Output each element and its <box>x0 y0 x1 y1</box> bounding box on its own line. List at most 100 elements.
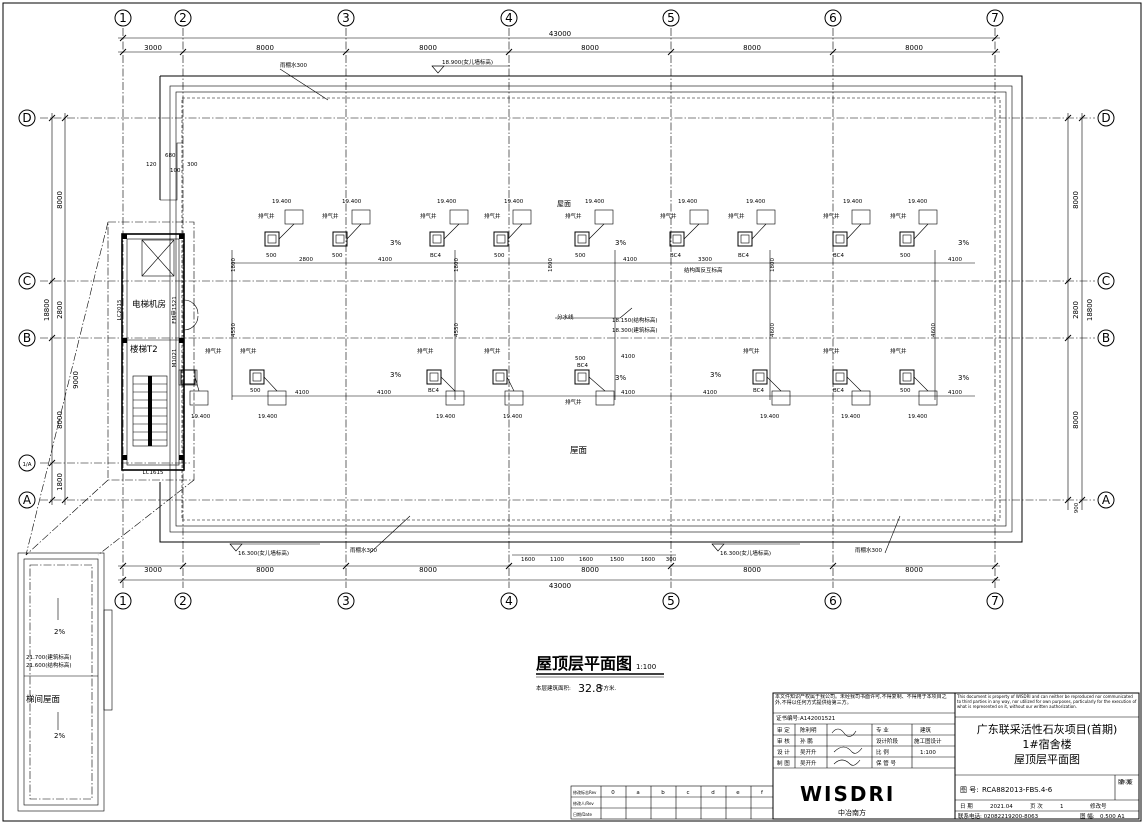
roof-label-top: 屋面 <box>557 200 571 208</box>
svg-text:排气井: 排气井 <box>890 347 907 355</box>
vent-unit: 19.400 排气井 500 <box>258 199 304 259</box>
svg-text:BC4: BC4 <box>428 388 440 394</box>
svg-text:680: 680 <box>165 153 176 159</box>
svg-text:43000: 43000 <box>549 30 571 38</box>
svg-text:梯间屋面: 梯间屋面 <box>26 694 61 705</box>
svg-text:18800: 18800 <box>1086 299 1094 321</box>
roof-label: 屋面 <box>570 446 588 456</box>
roof-outline <box>159 75 1023 543</box>
level-architectural: 18.300(建筑标高) <box>612 326 658 334</box>
svg-text:8000: 8000 <box>256 566 274 574</box>
svg-text:C: C <box>1102 274 1110 288</box>
svg-text:8000: 8000 <box>905 566 923 574</box>
svg-text:1: 1 <box>119 11 127 25</box>
svg-text:排气井: 排气井 <box>565 212 582 220</box>
ridge-line-label: 分水线 <box>557 313 574 321</box>
svg-text:2%: 2% <box>54 628 65 636</box>
axis-bubble-6: 6 <box>824 9 842 27</box>
column-axis-bubbles-bottom: 1 2 3 4 5 6 7 <box>114 592 1004 610</box>
vent-unit: 19.400 排气井 BC4 <box>823 347 871 420</box>
svg-text:4600: 4600 <box>770 323 776 337</box>
svg-text:排气井: 排气井 <box>823 212 840 220</box>
vent-unit: 19.400 排气井 BC4 <box>417 347 465 420</box>
svg-text:8000: 8000 <box>743 44 761 52</box>
svg-text:排气井: 排气井 <box>565 398 582 406</box>
svg-text:排气井: 排气井 <box>240 347 257 355</box>
axis-bubble-4: 4 <box>500 9 518 27</box>
en-notice: This document is property of WISDRI and … <box>957 694 1137 709</box>
svg-text:900: 900 <box>1074 502 1080 513</box>
svg-text:排气井: 排气井 <box>420 212 437 220</box>
svg-text:0: 0 <box>611 790 615 796</box>
svg-text:19.400: 19.400 <box>678 199 698 205</box>
svg-text:BC4: BC4 <box>833 388 845 394</box>
svg-text:300: 300 <box>666 557 677 563</box>
svg-text:19.400: 19.400 <box>585 199 605 205</box>
vent-unit: 19.400 排气井 500 <box>240 347 287 420</box>
svg-text:FM甲1521: FM甲1521 <box>171 296 178 323</box>
svg-text:建筑: 建筑 <box>920 726 932 734</box>
svg-text:19.400: 19.400 <box>908 199 928 205</box>
svg-text:排气井: 排气井 <box>322 212 339 220</box>
svg-text:4600: 4600 <box>931 323 937 337</box>
svg-text:3%: 3% <box>615 374 626 382</box>
vent-unit: 19.400 排气井 BC4 <box>660 199 709 259</box>
svg-text:A: A <box>1102 493 1111 507</box>
svg-text:保 管 号: 保 管 号 <box>876 759 896 767</box>
svg-text:LC2015: LC2015 <box>117 299 123 320</box>
svg-text:0.500 A1: 0.500 A1 <box>1100 814 1125 820</box>
svg-text:3%: 3% <box>615 239 626 247</box>
stair-rail <box>148 376 152 446</box>
svg-text:4100: 4100 <box>948 390 962 396</box>
svg-text:4100: 4100 <box>623 257 637 263</box>
drawing-name: 屋顶层平面图 <box>1014 753 1080 766</box>
stair-core: 电梯机房 楼梯T2 LC2015 LC1615 FM甲1521 M1021 <box>107 221 199 481</box>
svg-text:雨棚水300: 雨棚水300 <box>855 546 882 554</box>
svg-text:4: 4 <box>505 11 513 25</box>
svg-text:7: 7 <box>991 11 999 25</box>
svg-text:500: 500 <box>332 253 343 259</box>
svg-text:图 号:: 图 号: <box>960 786 979 794</box>
svg-text:19.400: 19.400 <box>437 199 457 205</box>
svg-text:2: 2 <box>179 594 187 608</box>
vent-unit: 19.400 排气井 <box>484 347 524 420</box>
svg-text:修改人/Rev: 修改人/Rev <box>573 800 594 806</box>
svg-text:图 幅:: 图 幅: <box>1080 812 1095 820</box>
svg-text:4: 4 <box>505 594 513 608</box>
vent-unit: 19.400 排气井 500 <box>565 199 614 259</box>
svg-text:2800: 2800 <box>299 257 313 263</box>
svg-text:平方米.: 平方米. <box>598 684 617 692</box>
vent-row-top: 19.400 排气井 500 19.400 排气井 500 19.400 排气井… <box>258 199 938 259</box>
svg-text:排气井: 排气井 <box>890 212 907 220</box>
svg-text:联系电话: 02082219200-8063: 联系电话: 02082219200-8063 <box>958 812 1039 820</box>
dimension-lines <box>51 37 1083 581</box>
vent-row-bottom: 19.400 排气井 19.400 排气井 500 19.400 排气井 BC4… <box>180 347 938 420</box>
svg-text:2800: 2800 <box>1072 301 1080 319</box>
svg-text:D: D <box>1101 111 1110 125</box>
svg-text:9000: 9000 <box>72 371 80 389</box>
svg-text:500: 500 <box>575 356 586 362</box>
axis-bubble-2: 2 <box>174 9 192 27</box>
svg-text:3: 3 <box>342 11 350 25</box>
svg-text:吴开升: 吴开升 <box>800 759 817 767</box>
svg-text:3300: 3300 <box>698 257 712 263</box>
svg-text:A142001521: A142001521 <box>800 716 835 722</box>
svg-text:19.400: 19.400 <box>841 414 861 420</box>
axis-bubble-7: 7 <box>986 9 1004 27</box>
svg-text:19.400: 19.400 <box>342 199 362 205</box>
vent-unit: 19.400 排气井 500 <box>890 199 938 259</box>
svg-text:500: 500 <box>900 253 911 259</box>
svg-text:8000: 8000 <box>905 44 923 52</box>
svg-text:18800: 18800 <box>43 299 51 321</box>
building-name: 1#宿舍楼 <box>1022 737 1071 751</box>
svg-text:e: e <box>736 790 740 796</box>
svg-text:3: 3 <box>342 594 350 608</box>
svg-text:8000: 8000 <box>56 191 64 209</box>
svg-text:设 计: 设 计 <box>777 748 790 756</box>
svg-text:500: 500 <box>575 253 586 259</box>
svg-text:1:100: 1:100 <box>920 750 936 756</box>
svg-text:500: 500 <box>494 253 505 259</box>
svg-text:4100: 4100 <box>621 354 635 360</box>
